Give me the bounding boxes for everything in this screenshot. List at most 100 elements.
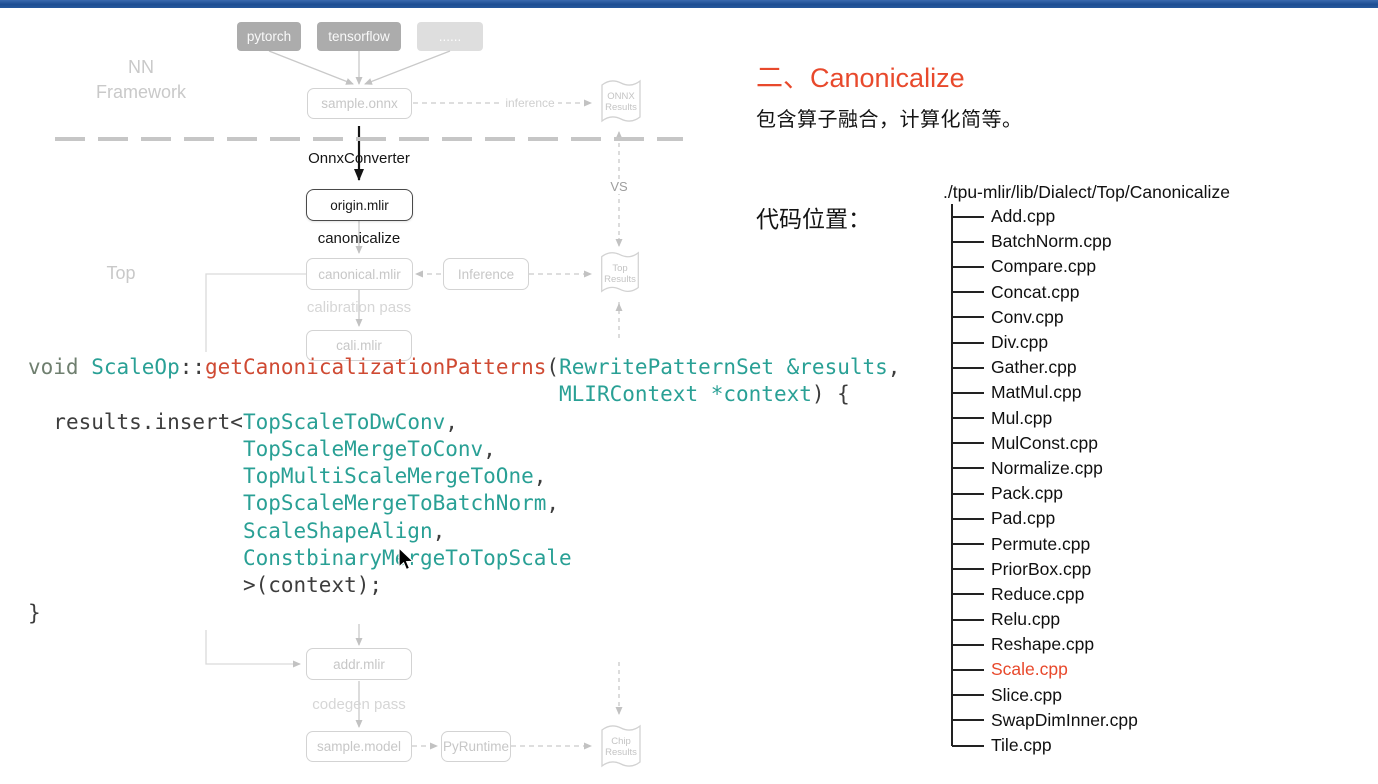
origin-mlir-node: origin.mlir	[306, 189, 413, 221]
tree-file-reduce: Reduce.cpp	[951, 582, 1231, 607]
tree-file-label: Concat.cpp	[991, 281, 1080, 302]
tree-file-swapdiminner: SwapDimInner.cpp	[951, 708, 1231, 733]
section-description: 包含算子融合，计算化简等。	[756, 109, 1023, 131]
onnx-results-label: ONNX Results	[605, 91, 637, 113]
tree-file-label: Normalize.cpp	[991, 457, 1103, 478]
tree-branch-line	[952, 694, 984, 697]
tree-file-permute: Permute.cpp	[951, 531, 1231, 556]
tree-file-pad: Pad.cpp	[951, 506, 1231, 531]
top-dialect-label: Top	[106, 263, 136, 283]
mouse-cursor	[398, 547, 415, 571]
section-divider	[55, 137, 683, 141]
tree-file-label: Relu.cpp	[991, 609, 1061, 630]
tree-file-pack: Pack.cpp	[951, 481, 1231, 506]
canonical-mlir-node: canonical.mlir	[306, 258, 413, 290]
tree-file-tile: Tile.cpp	[951, 733, 1231, 758]
vs-label: VS	[606, 179, 632, 194]
canonicalize-label: canonicalize	[317, 230, 401, 247]
pyruntime-node: PyRuntime	[441, 731, 511, 762]
chip-results-node: Chip Results	[594, 720, 648, 774]
codegen-pass-label: codegen pass	[312, 696, 406, 713]
tree-file-label: Pack.cpp	[991, 483, 1063, 504]
tree-file-label: Scale.cpp	[991, 659, 1068, 680]
tree-file-matmul: MatMul.cpp	[951, 380, 1231, 405]
tree-branch-line	[952, 719, 984, 722]
top-results-label: Top Results	[604, 263, 636, 285]
tree-file-priorbox: PriorBox.cpp	[951, 557, 1231, 582]
tree-file-label: Add.cpp	[991, 206, 1056, 227]
tree-branch-line	[952, 442, 984, 445]
sample-onnx-node: sample.onnx	[307, 88, 412, 119]
code-block: void ScaleOp::getCanonicalizationPattern…	[28, 354, 900, 627]
tree-file-mulconst: MulConst.cpp	[951, 431, 1231, 456]
addr-mlir-label: addr.mlir	[333, 656, 385, 672]
sample-model-node: sample.model	[306, 731, 412, 762]
code-line: }	[28, 600, 41, 625]
tree-branch-line	[952, 568, 984, 571]
tree-file-gather: Gather.cpp	[951, 355, 1231, 380]
results-shape-icon	[601, 251, 639, 293]
tree-file-label: Mul.cpp	[991, 407, 1053, 428]
tree-branch-line	[952, 492, 984, 495]
inference-edge-label: inference	[502, 96, 558, 110]
tree-file-slice: Slice.cpp	[951, 683, 1231, 708]
tree-file-conv: Conv.cpp	[951, 305, 1231, 330]
cali-mlir-node: cali.mlir	[306, 330, 412, 361]
tree-branch-line	[952, 618, 984, 621]
tree-file-label: SwapDimInner.cpp	[991, 709, 1138, 730]
tree-file-label: Pad.cpp	[991, 508, 1056, 529]
sample-onnx-label: sample.onnx	[321, 96, 398, 111]
tree-file-add: Add.cpp	[951, 204, 1231, 229]
tree-file-label: PriorBox.cpp	[991, 558, 1092, 579]
inference-label: Inference	[457, 266, 515, 282]
tree-branch-line	[952, 744, 984, 747]
tree-branch-line	[952, 467, 984, 470]
pytorch-node: pytorch	[237, 22, 301, 51]
tree-branch-line	[952, 265, 984, 268]
tree-file-label: MatMul.cpp	[991, 382, 1082, 403]
tree-file-label: Tile.cpp	[991, 735, 1052, 756]
tree-file-label: Reduce.cpp	[991, 583, 1085, 604]
pytorch-label: pytorch	[246, 29, 292, 44]
onnx-results-node: ONNX Results	[594, 75, 648, 129]
code-line: TopMultiScaleMergeToOne,	[242, 464, 547, 489]
nn-framework-line1: NN	[128, 57, 154, 77]
tree-branch-line	[952, 391, 984, 394]
tree-file-reshape: Reshape.cpp	[951, 632, 1231, 657]
origin-mlir-label: origin.mlir	[330, 197, 389, 213]
tree-branch-line	[952, 215, 984, 218]
code-location-label: 代码位置：	[756, 206, 871, 232]
code-line: void ScaleOp::getCanonicalizationPattern…	[28, 355, 901, 379]
tree-file-label: Permute.cpp	[991, 533, 1091, 554]
tree-branch-line	[952, 517, 984, 520]
file-tree-root-path: ./tpu-mlir/lib/Dialect/Top/Canonicalize	[943, 182, 1230, 202]
section-title: 二、Canonicalize	[756, 63, 965, 93]
tree-file-div: Div.cpp	[951, 330, 1231, 355]
inference-node: Inference	[443, 258, 529, 290]
tree-branch-line	[952, 291, 984, 294]
tree-file-scale: Scale.cpp	[951, 657, 1231, 682]
tree-branch-line	[952, 316, 984, 319]
cali-mlir-label: cali.mlir	[336, 338, 382, 353]
code-line: MLIRContext *context) {	[559, 382, 850, 407]
tree-file-compare: Compare.cpp	[951, 254, 1231, 279]
sample-model-label: sample.model	[316, 739, 402, 754]
tree-branch-line	[952, 417, 984, 420]
tree-file-label: Conv.cpp	[991, 306, 1064, 327]
results-shape-icon	[601, 724, 641, 768]
tree-branch-line	[952, 643, 984, 646]
code-line: TopScaleMergeToConv,	[242, 436, 496, 461]
calibration-pass-label: calibration pass	[306, 299, 412, 316]
top-accent-bar	[0, 0, 1378, 8]
tree-branch-line	[952, 240, 984, 243]
pyruntime-label: PyRuntime	[442, 739, 510, 754]
tree-file-label: Compare.cpp	[991, 256, 1097, 277]
tree-file-batchnorm: BatchNorm.cpp	[951, 229, 1231, 254]
tensorflow-label: tensorflow	[328, 29, 390, 44]
tree-file-label: Div.cpp	[991, 332, 1049, 353]
tree-file-label: Slice.cpp	[991, 684, 1063, 705]
tree-file-mul: Mul.cpp	[951, 406, 1231, 431]
